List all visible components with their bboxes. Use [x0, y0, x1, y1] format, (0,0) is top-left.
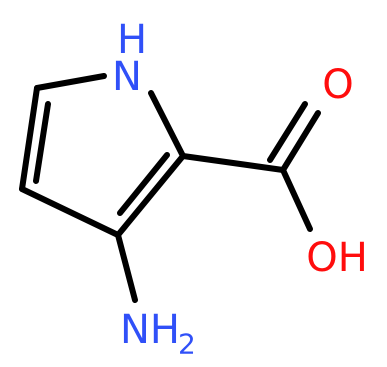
bond-c2-n1: [148, 90, 186, 159]
bond-c4-c3: [19, 186, 121, 238]
ring-nh-n-label: N: [112, 54, 142, 100]
bond-c3-c2: [115, 153, 186, 238]
amine-subscript: 2: [178, 328, 196, 361]
atom-amine: NH 2: [120, 307, 196, 361]
bond-c-o-double-a: [280, 110, 321, 173]
bond-c-o-double-b: [267, 101, 308, 163]
carbonyl-o-label: O: [322, 62, 353, 108]
bond-c3-c2-double: [117, 152, 170, 216]
atom-ring-nh: H N: [112, 17, 147, 100]
bond-c5-c4: [19, 85, 40, 192]
amine-nh-label: NH: [120, 307, 180, 353]
bond-c3-n-amine: [115, 232, 138, 303]
bond-c-oh: [280, 167, 313, 232]
bond-c2-ccarboxyl: [180, 153, 286, 173]
ring-nh-h-label: H: [117, 17, 147, 63]
hydroxyl-label: OH: [306, 235, 368, 281]
bond-n1-c5: [34, 73, 107, 91]
bond-c5-c4-double: [33, 101, 51, 184]
